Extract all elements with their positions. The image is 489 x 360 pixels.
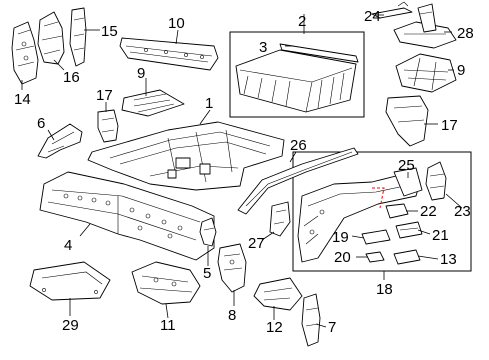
part-26-rail bbox=[237, 147, 359, 215]
callout-6: 6 bbox=[37, 115, 45, 132]
callout-7: 7 bbox=[328, 319, 336, 336]
callout-13: 13 bbox=[440, 251, 457, 268]
callout-16: 16 bbox=[63, 69, 80, 86]
callout-23: 23 bbox=[454, 203, 471, 220]
callout-2: 2 bbox=[298, 13, 306, 30]
part-11-crossmember bbox=[131, 261, 201, 305]
rail-highlight bbox=[372, 187, 385, 209]
callout-labels: 1 2 3 4 5 6 7 8 9 9 10 11 12 13 14 15 16… bbox=[14, 8, 474, 336]
part-1-floor-pan bbox=[87, 121, 285, 191]
part-4-holes bbox=[63, 193, 183, 239]
part-14-pillar bbox=[11, 21, 39, 85]
part-2-bed bbox=[235, 49, 357, 113]
part-15-bracket bbox=[69, 7, 87, 67]
part-19-bracket bbox=[361, 229, 391, 245]
callout-9-right: 9 bbox=[457, 62, 465, 79]
callout-20: 20 bbox=[334, 249, 351, 266]
callout-22: 22 bbox=[420, 203, 437, 220]
callout-8: 8 bbox=[228, 307, 236, 324]
part-4-cross-panel bbox=[39, 171, 215, 261]
callout-18: 18 bbox=[376, 281, 393, 298]
callout-28: 28 bbox=[457, 25, 474, 42]
part-21-bracket bbox=[395, 221, 423, 239]
callout-25: 25 bbox=[398, 157, 415, 174]
callout-29: 29 bbox=[62, 317, 79, 334]
part-9-tub-right bbox=[395, 53, 457, 93]
callout-15: 15 bbox=[101, 23, 118, 40]
callout-21: 21 bbox=[432, 227, 449, 244]
part-12-bracket bbox=[253, 277, 303, 311]
part-20-bracket bbox=[365, 251, 385, 263]
part-16-pillar bbox=[37, 11, 65, 65]
inset-box-bed bbox=[229, 31, 365, 118]
callout-10: 10 bbox=[168, 15, 185, 32]
callout-14: 14 bbox=[14, 91, 31, 108]
part-27-bracket bbox=[269, 201, 291, 237]
callout-17-left: 17 bbox=[96, 87, 113, 104]
callout-26: 26 bbox=[290, 137, 307, 154]
callout-9-left: 9 bbox=[137, 65, 145, 82]
callout-27: 27 bbox=[248, 235, 265, 252]
callout-17-right: 17 bbox=[441, 117, 458, 134]
callout-4: 4 bbox=[64, 237, 72, 254]
part-25-bracket bbox=[393, 167, 423, 197]
part-6-bracket bbox=[37, 123, 83, 159]
inset-box-rail bbox=[292, 151, 472, 272]
part-28-assembly bbox=[393, 3, 457, 49]
part-5-bracket bbox=[199, 217, 217, 247]
callout-3: 3 bbox=[259, 39, 267, 56]
part-7-bracket bbox=[301, 293, 321, 347]
part-8-bracket bbox=[217, 243, 247, 293]
part-24-bracket bbox=[371, 1, 413, 19]
callout-1: 1 bbox=[205, 95, 213, 112]
part-17-bracket-right bbox=[385, 95, 429, 147]
part-3-bed-rail bbox=[279, 43, 359, 63]
callout-11: 11 bbox=[160, 317, 176, 334]
callout-5: 5 bbox=[203, 265, 211, 282]
part-9-floor-piece bbox=[121, 89, 185, 117]
part-17-bracket-left bbox=[97, 109, 119, 143]
callout-19: 19 bbox=[332, 229, 349, 246]
callout-12: 12 bbox=[266, 319, 283, 336]
callout-24: 24 bbox=[364, 8, 381, 25]
part-29-plate bbox=[29, 261, 111, 301]
leader-lines bbox=[21, 14, 463, 328]
part-18-rail-assembly bbox=[297, 171, 421, 263]
part-23-bracket bbox=[425, 161, 447, 201]
part-13-bracket bbox=[393, 249, 421, 265]
part-22-bracket bbox=[385, 203, 409, 219]
part-10-crossmember bbox=[119, 37, 219, 71]
